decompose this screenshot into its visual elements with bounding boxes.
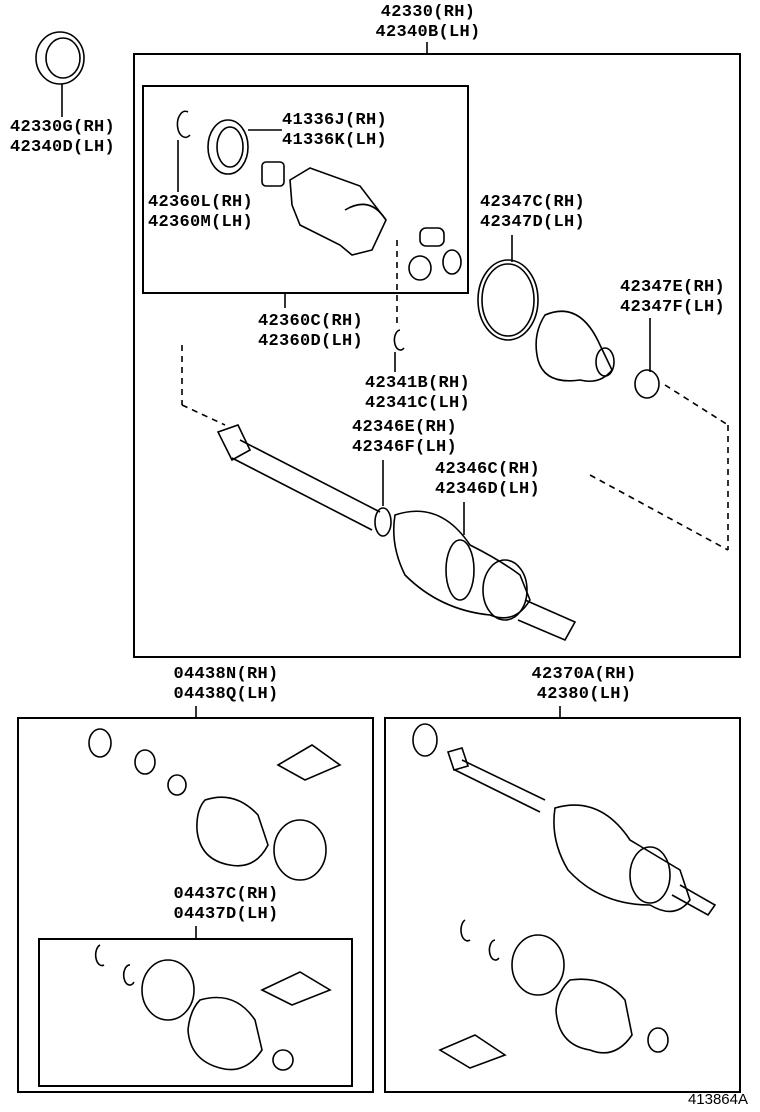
shaft-assembly-box bbox=[384, 717, 741, 1093]
boot-clamp-large-icon bbox=[477, 259, 539, 341]
tripod-icon bbox=[408, 227, 462, 281]
drive-shaft-icon bbox=[216, 424, 577, 642]
label-dust-seal: 41336J(RH)41336K(LH) bbox=[282, 111, 388, 150]
diagram-code: 413864A bbox=[687, 1091, 748, 1108]
label-boot-kit-outboard: 04437C(RH)04437D(LH) bbox=[173, 885, 279, 924]
label-inboard-joint: 42360C(RH)42360D(LH) bbox=[258, 312, 364, 351]
label-snap-ring: 42341B(RH)42341C(LH) bbox=[365, 374, 471, 413]
boot-icon bbox=[535, 310, 615, 383]
boot-kit-outboard-box bbox=[38, 938, 353, 1087]
label-snap-ring-inner: 42360L(RH)42360M(LH) bbox=[148, 193, 254, 232]
boot-clamp-small-icon bbox=[634, 369, 660, 399]
label-axle-assembly: 42330(RH)42340B(LH) bbox=[375, 3, 481, 42]
label-boot-clamp-large: 42347C(RH)42347D(LH) bbox=[480, 193, 586, 232]
seal-icon bbox=[35, 31, 85, 85]
label-boot-kit-inboard: 04438N(RH)04438Q(LH) bbox=[173, 665, 279, 704]
boot-kit-inboard-parts bbox=[88, 728, 342, 1071]
inboard-joint-icon bbox=[261, 161, 387, 256]
label-boot-clamp-small: 42347E(RH)42347F(LH) bbox=[620, 278, 726, 317]
assembly-box bbox=[133, 53, 741, 658]
label-boot-band-b: 42346C(RH)42346D(LH) bbox=[435, 460, 541, 499]
label-boot-band-a: 42346E(RH)42346F(LH) bbox=[352, 418, 458, 457]
shaft-assembly-parts bbox=[412, 723, 717, 1069]
leader-lines bbox=[61, 42, 651, 938]
label-shaft-assembly: 42370A(RH)42380(LH) bbox=[531, 665, 637, 704]
snap-ring-small-icon bbox=[393, 329, 405, 351]
inboard-joint-box bbox=[142, 85, 469, 294]
dust-seal-icon bbox=[207, 119, 249, 175]
boot-kit-inboard-box bbox=[17, 717, 374, 1093]
label-seal: 42330G(RH)42340D(LH) bbox=[10, 118, 116, 157]
snap-ring-icon bbox=[176, 110, 191, 139]
